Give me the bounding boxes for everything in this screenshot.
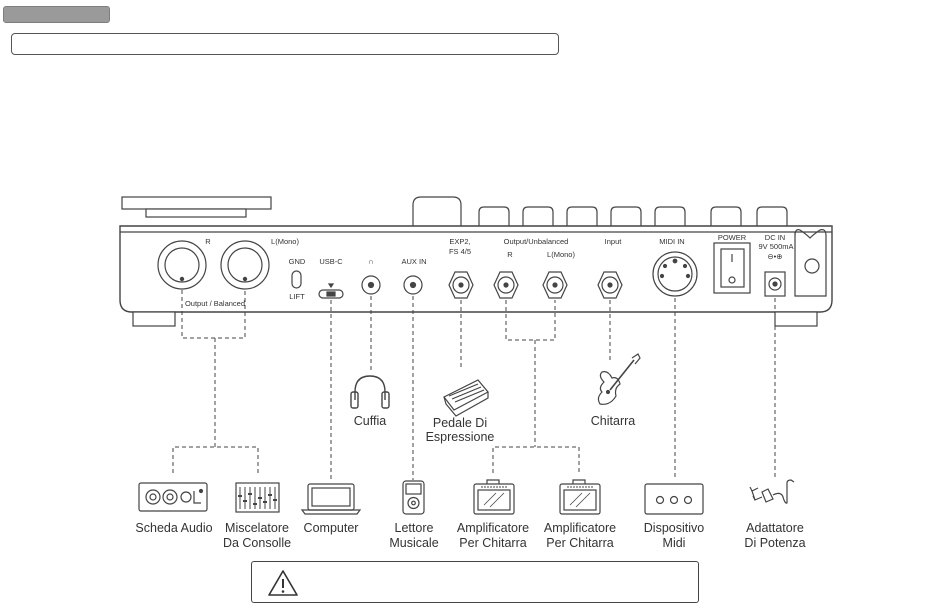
adattatore-label-line1: Adattatore <box>746 521 804 535</box>
guitar-icon <box>597 353 641 405</box>
lift-label: LIFT <box>289 292 305 301</box>
panel-labels: R L(Mono) Output / Balanced GND LIFT USB… <box>185 233 794 308</box>
unbalanced-l-label: L(Mono) <box>547 250 575 259</box>
power-label: POWER <box>718 233 747 242</box>
warning-box <box>251 561 699 603</box>
scheda-audio-label: Scheda Audio <box>135 521 212 535</box>
amp2-label-line2: Per Chitarra <box>546 536 613 550</box>
midi-device-label-line2: Midi <box>663 536 686 550</box>
lettore-label-line1: Lettore <box>395 521 434 535</box>
guitar-amp-icon <box>473 479 515 515</box>
headphone-port-label: ∩ <box>368 257 373 266</box>
output-unbalanced-label: Output/Unbalanced <box>504 237 569 246</box>
miscelatore-label-line2: Da Consolle <box>223 536 291 550</box>
exp2-label: EXP2, <box>449 237 470 246</box>
output-r-label: R <box>205 237 211 246</box>
expression-pedal-icon <box>443 379 489 417</box>
computer-label: Computer <box>304 521 359 535</box>
output-l-label: L(Mono) <box>271 237 299 246</box>
title-bar <box>11 33 559 55</box>
midi-device-label-line1: Dispositivo <box>644 521 704 535</box>
power-adapter-icon <box>749 479 795 504</box>
usbc-label: USB-C <box>319 257 343 266</box>
connection-lines <box>172 290 776 480</box>
headphones-icon <box>350 375 390 409</box>
amp1-label-line1: Amplificatore <box>457 521 529 535</box>
amp1-label-line2: Per Chitarra <box>459 536 526 550</box>
fs45-label: FS 4/5 <box>449 247 471 256</box>
mixer-icon <box>235 482 280 513</box>
pedale-label-line2: Espressione <box>426 430 495 444</box>
adattatore-label-line2: Di Potenza <box>744 536 805 550</box>
dc-spec-label: 9V 500mA <box>758 242 793 251</box>
amp2-label-line1: Amplificatore <box>544 521 616 535</box>
guitar-amp-icon <box>559 479 601 515</box>
miscelatore-label-line1: Miscelatore <box>225 521 289 535</box>
output-balanced-label: Output / Balanced <box>185 299 245 308</box>
warning-triangle-icon <box>268 570 298 596</box>
pedale-label-line1: Pedale Di <box>433 416 487 430</box>
music-player-icon <box>402 480 425 515</box>
device-labels: Cuffia Pedale Di Espressione Chitarra Sc… <box>135 414 805 550</box>
laptop-icon <box>300 483 362 515</box>
midi-in-label: MIDI IN <box>659 237 684 246</box>
chitarra-label: Chitarra <box>591 414 636 428</box>
lettore-label-line2: Musicale <box>389 536 438 550</box>
device-rear-panel <box>119 196 833 327</box>
header-tag <box>3 6 110 23</box>
polarity-label: ⊖•⊕ <box>767 252 782 261</box>
audio-interface-icon <box>138 482 208 512</box>
dc-in-label: DC IN <box>765 233 785 242</box>
gnd-label: GND <box>289 257 306 266</box>
input-label: Input <box>605 237 623 246</box>
midi-device-icon <box>644 483 704 515</box>
unbalanced-r-label: R <box>507 250 513 259</box>
aux-in-label: AUX IN <box>401 257 426 266</box>
cuffia-label: Cuffia <box>354 414 386 428</box>
